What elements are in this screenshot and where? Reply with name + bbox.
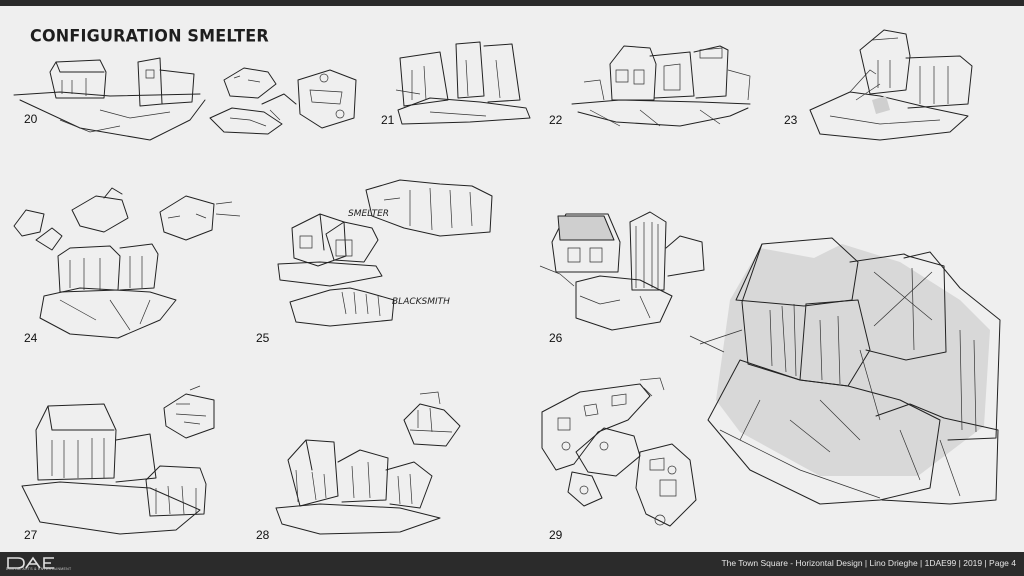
sketch-22 bbox=[571, 45, 751, 127]
sketch-number-27: 27 bbox=[24, 528, 38, 542]
sketch-number-21: 21 bbox=[381, 113, 395, 127]
sketch-23 bbox=[809, 29, 973, 141]
sketch-28 bbox=[275, 391, 461, 535]
sketch-large bbox=[689, 237, 1001, 505]
sketch-number-22: 22 bbox=[549, 113, 563, 127]
annotation-smelter: SMELTER bbox=[348, 209, 389, 219]
dae-logo-icon bbox=[7, 556, 54, 569]
top-bar bbox=[0, 0, 1024, 6]
footer-credits: The Town Square - Horizontal Design | Li… bbox=[721, 558, 1016, 568]
sketch-number-26: 26 bbox=[549, 331, 563, 345]
page-title: CONFIGURATION SMELTER bbox=[30, 25, 269, 46]
sketch-24 bbox=[13, 187, 241, 339]
sketch-25: SMELTER BLACKSMITH bbox=[277, 179, 493, 327]
sketch-26 bbox=[539, 211, 705, 331]
sketch-number-28: 28 bbox=[256, 528, 270, 542]
sketch-sheet: SMELTER BLACKSMITH bbox=[13, 29, 1001, 535]
sketch-number-20: 20 bbox=[24, 112, 38, 126]
sketch-number-25: 25 bbox=[256, 331, 270, 345]
sketch-21 bbox=[395, 41, 531, 125]
sketch-number-24: 24 bbox=[24, 331, 38, 345]
sketch-27 bbox=[21, 385, 215, 535]
annotation-blacksmith: BLACKSMITH bbox=[392, 297, 450, 307]
footer-bar: DIGITAL ARTS & ENTERTAINMENT The Town Sq… bbox=[0, 552, 1024, 576]
sketch-number-23: 23 bbox=[784, 113, 798, 127]
sketch-number-29: 29 bbox=[549, 528, 563, 542]
sketch-20 bbox=[13, 57, 357, 141]
sketch-29 bbox=[541, 377, 697, 527]
logo-subtitle: DIGITAL ARTS & ENTERTAINMENT bbox=[6, 567, 72, 571]
